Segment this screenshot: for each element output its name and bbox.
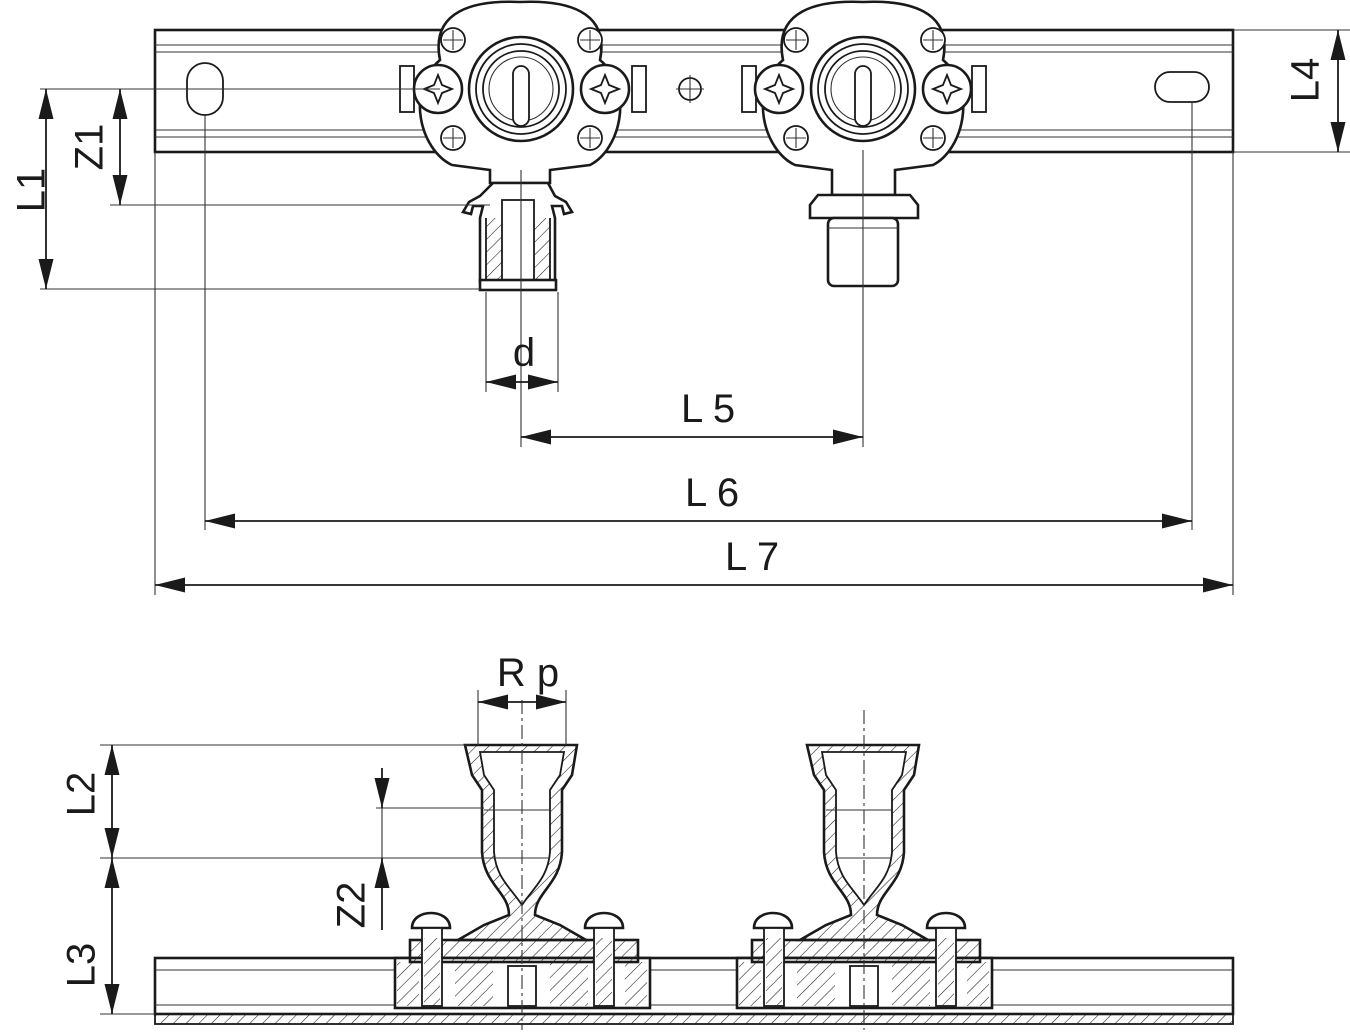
rail-slot-right bbox=[1154, 71, 1210, 103]
extension-lines-section bbox=[100, 690, 567, 1015]
label-L2: L2 bbox=[60, 772, 104, 817]
label-d: d bbox=[513, 331, 535, 375]
elbow-fitting-left bbox=[393, 743, 652, 1010]
screw-icon bbox=[579, 63, 631, 115]
top-view: L1 Z1 L4 d L 5 L 6 L 7 bbox=[10, 0, 1350, 595]
section-view: R p L2 Z2 L3 bbox=[60, 651, 1235, 1030]
label-L6: L 6 bbox=[685, 471, 739, 515]
dimension-lines-section bbox=[104, 694, 566, 1014]
label-L7: L 7 bbox=[725, 535, 779, 579]
label-Rp: R p bbox=[497, 651, 559, 695]
label-L1: L1 bbox=[10, 168, 54, 213]
screw-icon bbox=[921, 63, 973, 115]
screw-icon bbox=[752, 911, 794, 930]
label-Z2: Z2 bbox=[330, 882, 374, 929]
screw-icon bbox=[583, 911, 625, 930]
mounting-rail-top bbox=[153, 28, 1235, 154]
screw-icon bbox=[410, 911, 452, 930]
label-L5: L 5 bbox=[681, 387, 735, 431]
label-L3: L3 bbox=[60, 943, 104, 988]
mounting-rail-section bbox=[153, 956, 1235, 1025]
screw-icon bbox=[925, 911, 967, 930]
dimension-lines-top bbox=[38, 30, 1346, 593]
screw-icon bbox=[753, 63, 805, 115]
label-Z1: Z1 bbox=[68, 124, 112, 171]
wall-plate-left bbox=[412, 0, 631, 185]
label-L4: L4 bbox=[1284, 58, 1328, 103]
extension-lines-top bbox=[40, 29, 1350, 595]
press-fitting bbox=[460, 181, 575, 292]
